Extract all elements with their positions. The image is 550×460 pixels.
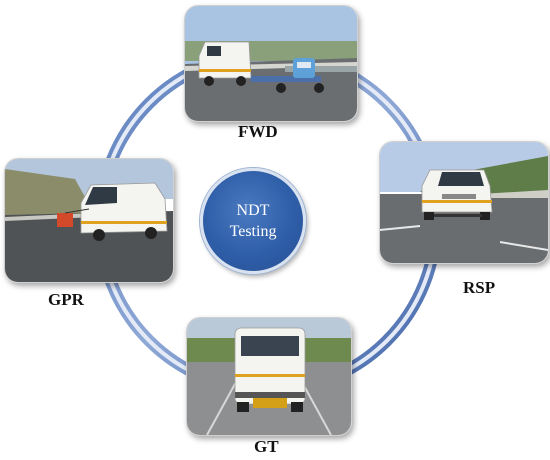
gt-label: GT (254, 437, 279, 456)
fwd-label: FWD (238, 122, 278, 141)
hub-line1: NDT (236, 202, 270, 219)
rsp-label: RSP (463, 278, 496, 297)
ndt-testing-hub: NDT Testing (200, 168, 306, 274)
gt-photo (186, 317, 352, 436)
gpr-label: GPR (48, 290, 84, 309)
hub-line2: Testing (229, 223, 277, 240)
gpr-photo (4, 158, 174, 283)
rsp-photo (379, 141, 549, 264)
fwd-photo (184, 5, 358, 122)
